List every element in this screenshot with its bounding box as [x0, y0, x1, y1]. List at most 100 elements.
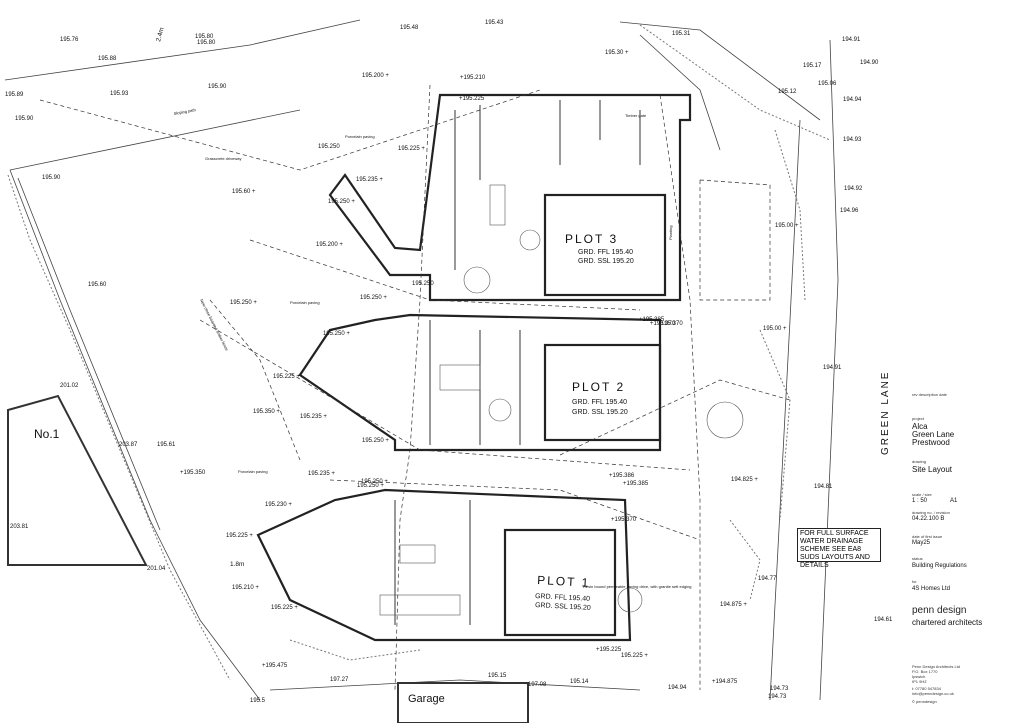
spot-level: 197.27 [330, 677, 349, 683]
tb-size: A1 [950, 498, 958, 504]
tb-project-label: project [912, 416, 925, 421]
spot-level: +195.370 [611, 517, 637, 523]
tb-firm: penn design [912, 605, 967, 616]
spot-level: 195.230 + [265, 502, 292, 508]
drainage-lines [39, 84, 791, 691]
spot-level: 195.60 [88, 282, 107, 288]
plot-3-building [328, 93, 692, 302]
plot-2-ffl: GRD. FFL 195.40 [572, 399, 627, 406]
tb-status-label: status [912, 556, 923, 561]
tb-status: Building Regulations [912, 563, 967, 569]
spot-level: 195.225 + [226, 533, 253, 539]
spot-level: +194.875 [712, 679, 738, 685]
tb-date: May25 [912, 540, 931, 546]
tb-address-2: P.O. Box 1770 [912, 669, 938, 674]
site-boundary [4, 19, 839, 701]
spot-level: 195.225 + [621, 653, 648, 659]
tb-project-line-2: Green Lane [912, 430, 955, 439]
spot-level: 195.250 [412, 281, 434, 287]
spot-level: 195.225 + [273, 374, 300, 380]
spot-level: +195.350 [180, 470, 206, 476]
note-porcelain-3: Porcelain paving [238, 469, 268, 474]
tb-drawing-label: drawing [912, 459, 927, 464]
spot-level: 194.94 [668, 685, 687, 691]
spot-level: 201.04 [147, 566, 166, 572]
spot-level: 195.00 + [775, 223, 799, 229]
spot-level: 195.30 + [605, 50, 629, 56]
tb-scale-label: scale / size [912, 492, 932, 497]
dimension-2-4m: 2.4m [155, 27, 166, 43]
spot-level: 195.43 [485, 20, 504, 26]
spot-level: 195.250 + [362, 438, 389, 444]
tb-date-label: date of first issue [912, 534, 943, 539]
plot-2-building [298, 313, 662, 452]
spot-level: 195.250 + [357, 483, 384, 489]
tb-number: 04.22.100 B [912, 516, 945, 522]
tb-header: rev description date [912, 392, 947, 397]
plot-2-title: PLOT 2 [572, 380, 625, 394]
spot-level: +195.225 [596, 647, 622, 653]
spot-level: 195.14 [570, 679, 589, 685]
tb-address-4: IP1 9HZ [912, 679, 927, 684]
note-driveway: Grasscrete driveway [205, 156, 241, 161]
spot-level: 203.87 [119, 442, 138, 448]
note-permeable-drive: Resin bound permeable paving drive, with… [583, 584, 692, 589]
spot-level: 194.90 [860, 60, 879, 66]
spot-level: 194.61 [874, 617, 893, 623]
spot-level: 194.875 + [720, 602, 747, 608]
spot-level: 194.81 [814, 484, 833, 490]
spot-level: 195.5 [250, 698, 266, 704]
spot-level: 194.96 [840, 208, 859, 214]
spot-level: 195.88 [98, 56, 117, 62]
spot-level: +195.475 [262, 663, 288, 669]
tb-drawing-name: Site Layout [912, 465, 953, 474]
spot-level: 194.92 [844, 186, 863, 192]
spot-level: 195.250 + [323, 331, 350, 337]
neighbour-building: No.1 [7, 394, 148, 566]
plot-3-ffl: GRD. FFL 195.40 [578, 249, 633, 256]
spot-level: 195.90 [208, 84, 227, 90]
spot-level: 195.250 + [230, 300, 257, 306]
spot-level: 195.76 [60, 37, 79, 43]
spot-level: +195.386 [609, 473, 635, 479]
note-slope: Sloping path [173, 107, 196, 116]
note-fence: New close boarded timber fence [199, 298, 230, 352]
spot-level: 194.825 + [731, 477, 758, 483]
note-porcelain-1: Porcelain paving [345, 134, 375, 139]
note-porcelain-2: Porcelain paving [290, 300, 320, 305]
spot-level: 195.235 + [356, 177, 383, 183]
spot-level: 195.350 + [253, 409, 280, 415]
tb-address-1: Penn Design Architects Ltd [912, 664, 961, 669]
plot-3-ssl: GRD. SSL 195.20 [578, 258, 634, 265]
spot-level: 195.250 + [328, 199, 355, 205]
tb-number-label: drawing no. / revision [912, 510, 950, 515]
garage: Garage [397, 682, 529, 723]
spot-level: +195.385 [639, 317, 665, 323]
tb-project-line-1: Alca [912, 422, 928, 431]
plot-1-title: PLOT 1 [537, 573, 591, 590]
spot-level: 195.89 [5, 92, 24, 98]
note-planting: Planting [668, 226, 673, 240]
plot-2-ssl: GRD. SSL 195.20 [572, 409, 628, 416]
spot-level: +195.210 [460, 75, 486, 81]
spot-level: 195.00 + [763, 326, 787, 332]
spot-level: 194.73 [770, 686, 789, 692]
spot-level: 195.61 [157, 442, 176, 448]
tb-project-line-3: Prestwood [912, 438, 950, 447]
tb-address-3: Ipswich [912, 674, 926, 679]
spot-level: 195.235 + [308, 471, 335, 477]
spot-level: 201.02 [60, 383, 79, 389]
tb-email: info@penndesign.co.uk [912, 691, 954, 696]
tb-client-label: for [912, 579, 917, 584]
tb-firm-sub: chartered architects [912, 618, 983, 627]
spot-level: 195.06 [818, 81, 837, 87]
spot-levels: 195.76195.88195.89195.90195.93195.90195.… [5, 20, 893, 704]
garage-label: Garage [408, 693, 445, 705]
tb-client: 4S Homes Ltd [912, 586, 951, 592]
spot-level: 194.91 [823, 365, 842, 371]
spot-level: 195.235 + [300, 414, 327, 420]
spot-level: 197.08 [528, 682, 547, 688]
spot-level: 195.48 [400, 25, 419, 31]
dimension-1-8m: 1.8m [230, 561, 244, 568]
